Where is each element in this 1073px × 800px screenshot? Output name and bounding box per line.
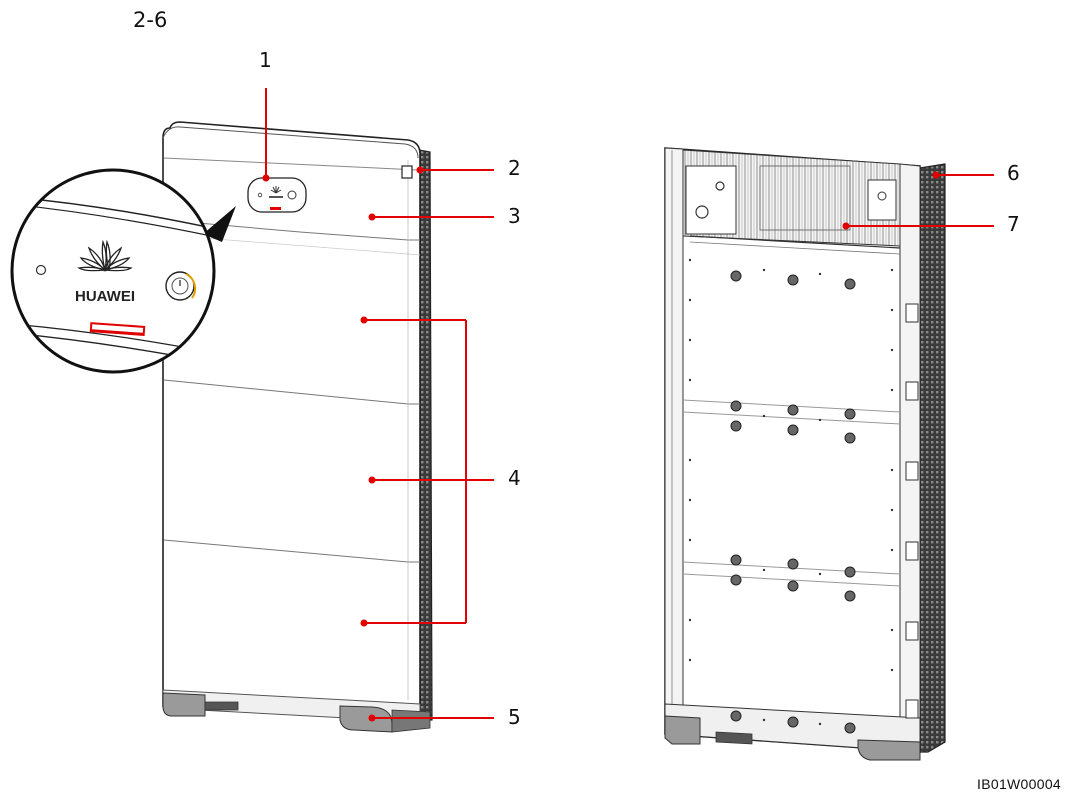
callout-dot-4a xyxy=(360,316,368,324)
callout-dot-2 xyxy=(416,166,424,174)
rear-side-vent xyxy=(919,163,946,753)
callout-dot-1 xyxy=(262,174,270,182)
callout-3: 3 xyxy=(508,204,521,228)
figure-label: 2-6 xyxy=(133,8,168,32)
huawei-logo-icon xyxy=(77,239,133,272)
rear-foot-right xyxy=(857,739,921,761)
huawei-logo-text: HUAWEI xyxy=(75,288,135,305)
rear-foot-left xyxy=(664,715,701,745)
callout-dot-6 xyxy=(932,171,940,179)
callout-dot-7 xyxy=(842,222,850,230)
front-switch xyxy=(401,165,413,179)
indicator-panel xyxy=(247,177,307,213)
callout-dot-5 xyxy=(368,714,376,722)
callout-6: 6 xyxy=(1007,161,1020,185)
mounting-holes xyxy=(688,258,894,734)
small-logo-icon xyxy=(269,186,283,198)
front-foot-left xyxy=(162,692,206,717)
rear-view xyxy=(664,147,946,761)
callout-1: 1 xyxy=(259,48,272,72)
front-body xyxy=(162,121,421,721)
callout-dot-4c xyxy=(360,619,368,627)
callout-dot-4b xyxy=(368,476,376,484)
rail-tabs xyxy=(905,303,919,719)
callout-lines xyxy=(262,88,994,722)
status-indicator-icon xyxy=(35,264,47,276)
callout-2: 2 xyxy=(508,156,521,180)
callout-7: 7 xyxy=(1007,212,1020,236)
callout-dot-3 xyxy=(368,213,376,221)
front-view xyxy=(162,121,433,733)
callout-5: 5 xyxy=(508,705,521,729)
callout-4: 4 xyxy=(508,466,521,490)
drawing-id: IB01W00004 xyxy=(977,776,1061,792)
small-power-button-icon xyxy=(287,190,297,200)
